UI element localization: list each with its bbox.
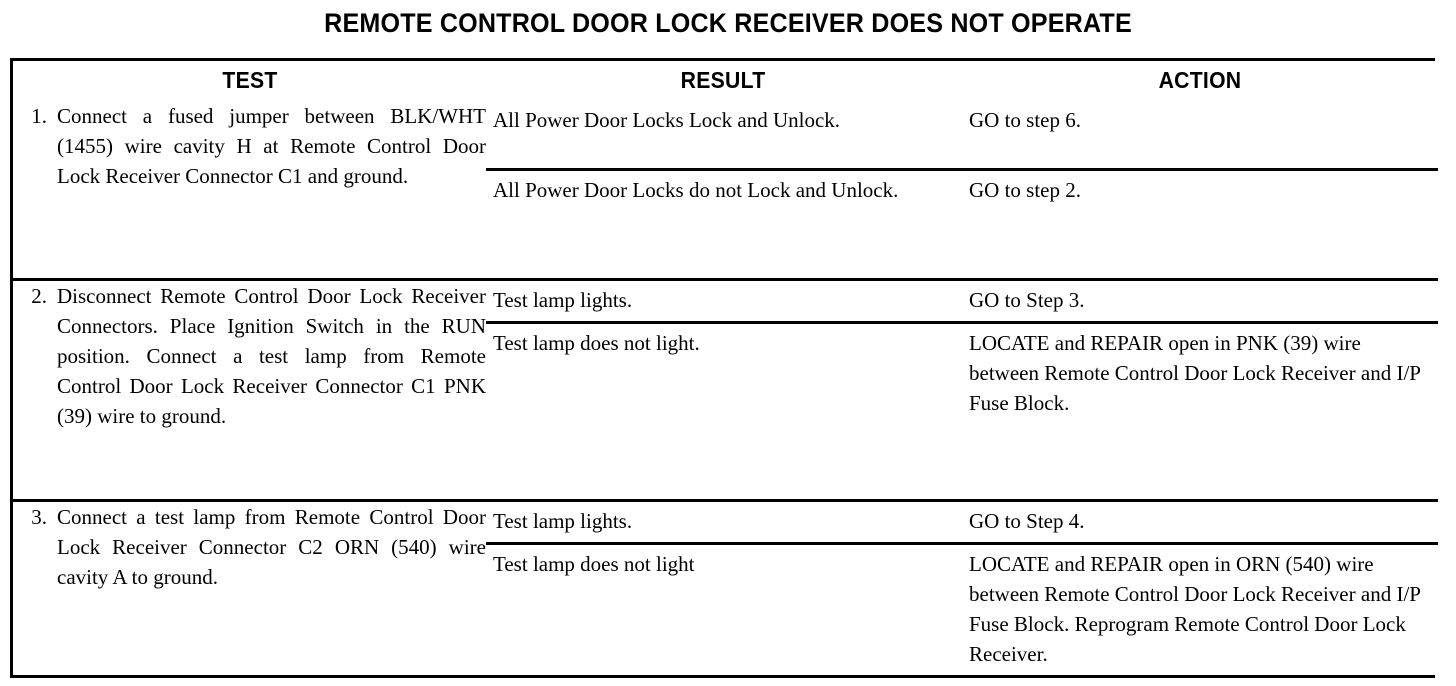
result-text: Test lamp lights. (493, 288, 633, 312)
diagnostic-table: TEST RESULT ACTION 1. Connect a fused ju… (13, 61, 1438, 675)
action-text: LOCATE and REPAIR open in ORN (540) wire… (969, 552, 1421, 666)
action-subrow: LOCATE and REPAIR open in ORN (540) wire… (961, 542, 1438, 675)
result-cell-step-3: Test lamp lights. Test lamp does not lig… (486, 499, 961, 675)
result-subrow: All Power Door Locks do not Lock and Unl… (486, 167, 961, 278)
step-number-1: 1. (31, 104, 47, 128)
result-text: All Power Door Locks do not Lock and Unl… (493, 177, 899, 202)
action-subrow: LOCATE and REPAIR open in PNK (39) wire … (961, 321, 1438, 499)
table-body: 1. Connect a fused jumper between BLK/WH… (13, 101, 1438, 675)
result-subrow: Test lamp does not light. (486, 321, 961, 499)
column-header-test: TEST (13, 61, 486, 101)
action-subtable-step-3: GO to Step 4. LOCATE and REPAIR open in … (961, 502, 1438, 675)
result-subrow: Test lamp does not light (486, 542, 961, 675)
action-cell-step-1: GO to step 6. GO to step 2. (961, 101, 1438, 280)
action-text: GO to step 2. (969, 177, 1081, 202)
header-row: TEST RESULT ACTION (13, 61, 1438, 101)
action-subrow: GO to Step 3. (961, 281, 1438, 323)
action-cell-step-2: GO to Step 3. LOCATE and REPAIR open in … (961, 278, 1438, 501)
diagnostic-table-container: TEST RESULT ACTION 1. Connect a fused ju… (10, 58, 1438, 678)
page-title: REMOTE CONTROL DOOR LOCK RECEIVER DOES N… (324, 8, 1132, 38)
test-cell-step-2: 2. Disconnect Remote Control Door Lock R… (13, 278, 486, 501)
action-subtable-step-2: GO to Step 3. LOCATE and REPAIR open in … (961, 281, 1438, 499)
table-header: TEST RESULT ACTION (13, 61, 1438, 101)
result-text: All Power Door Locks Lock and Unlock. (493, 108, 841, 132)
table-row-step-1: 1. Connect a fused jumper between BLK/WH… (13, 101, 1438, 280)
step-number-3: 3. (31, 505, 47, 529)
column-header-action: ACTION (961, 61, 1438, 101)
action-subrow: GO to Step 4. (961, 502, 1438, 544)
action-subtable-step-1: GO to step 6. GO to step 2. (961, 101, 1438, 278)
result-text: Test lamp does not light (493, 552, 695, 576)
table-row-step-3: 3. Connect a test lamp from Remote Contr… (13, 499, 1438, 675)
result-subtable-step-1: All Power Door Locks Lock and Unlock. Al… (486, 101, 961, 278)
action-subrow: GO to step 6. (961, 101, 1438, 169)
action-cell-step-3: GO to Step 4. LOCATE and REPAIR open in … (961, 499, 1438, 675)
action-subrow: GO to step 2. (961, 167, 1438, 278)
test-text-step-2: Disconnect Remote Control Door Lock Rece… (57, 284, 486, 428)
test-text-step-3: Connect a test lamp from Remote Control … (57, 505, 486, 589)
action-text: LOCATE and REPAIR open in PNK (39) wire … (969, 331, 1421, 415)
test-cell-step-1: 1. Connect a fused jumper between BLK/WH… (13, 101, 486, 280)
action-text: GO to step 6. (969, 108, 1081, 132)
action-text: GO to Step 4. (969, 509, 1085, 533)
action-text: GO to Step 3. (969, 288, 1085, 312)
result-subtable-step-3: Test lamp lights. Test lamp does not lig… (486, 502, 961, 675)
test-text-step-1: Connect a fused jumper between BLK/WHT (… (57, 104, 486, 188)
table-row-step-2: 2. Disconnect Remote Control Door Lock R… (13, 278, 1438, 501)
result-text: Test lamp lights. (493, 509, 633, 533)
step-number-2: 2. (31, 284, 47, 308)
result-text: Test lamp does not light. (493, 331, 700, 355)
result-cell-step-2: Test lamp lights. Test lamp does not lig… (486, 278, 961, 501)
result-subrow: All Power Door Locks Lock and Unlock. (486, 101, 961, 169)
result-subrow: Test lamp lights. (486, 281, 961, 323)
result-cell-step-1: All Power Door Locks Lock and Unlock. Al… (486, 101, 961, 280)
test-cell-step-3: 3. Connect a test lamp from Remote Contr… (13, 499, 486, 675)
result-subtable-step-2: Test lamp lights. Test lamp does not lig… (486, 281, 961, 499)
column-header-result: RESULT (486, 61, 961, 101)
result-subrow: Test lamp lights. (486, 502, 961, 544)
